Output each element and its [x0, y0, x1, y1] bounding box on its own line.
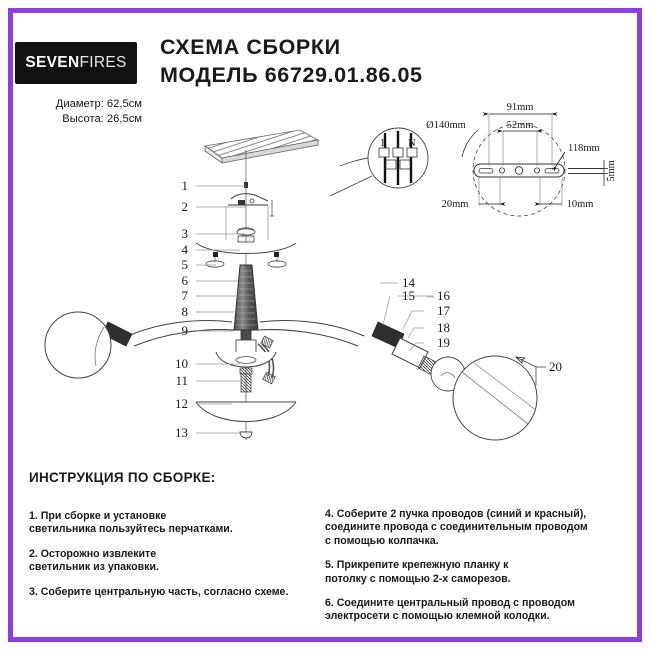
- title-model: МОДЕЛЬ 66729.01.86.05: [160, 63, 423, 87]
- instructions-column-right: 4. Соберите 2 пучка проводов (синий и кр…: [325, 508, 637, 635]
- instruction-item: 4. Соберите 2 пучка проводов (синий и кр…: [325, 508, 588, 547]
- instruction-item: 3. Соберите центральную часть, согласно …: [29, 585, 289, 598]
- spec-diameter: Диаметр: 62,5см: [55, 98, 142, 110]
- instructions-heading: ИНСТРУКЦИЯ ПО СБОРКЕ:: [29, 470, 216, 485]
- logo-text-secondary: FIRES: [79, 54, 127, 71]
- title-scheme: СХЕМА СБОРКИ: [160, 35, 341, 59]
- product-specs: Диаметр: 62,5см Высота: 26,5см: [10, 97, 142, 127]
- instruction-item: 5. Прикрепите крепежную планку к потолку…: [325, 559, 511, 585]
- instructions-column-left: 1. При сборке и установке светильника по…: [29, 510, 304, 610]
- instruction-item: 1. При сборке и установке светильника по…: [29, 510, 233, 536]
- spec-height: Высота: 26,5см: [62, 113, 142, 125]
- instruction-item: 6. Соедините центральный провод с провод…: [325, 597, 575, 623]
- page-title: СХЕМА СБОРКИ МОДЕЛЬ 66729.01.86.05: [160, 33, 423, 89]
- logo-text-primary: SEVEN: [25, 54, 80, 71]
- instruction-item: 2. Осторожно извлеките светильник из упа…: [29, 547, 159, 574]
